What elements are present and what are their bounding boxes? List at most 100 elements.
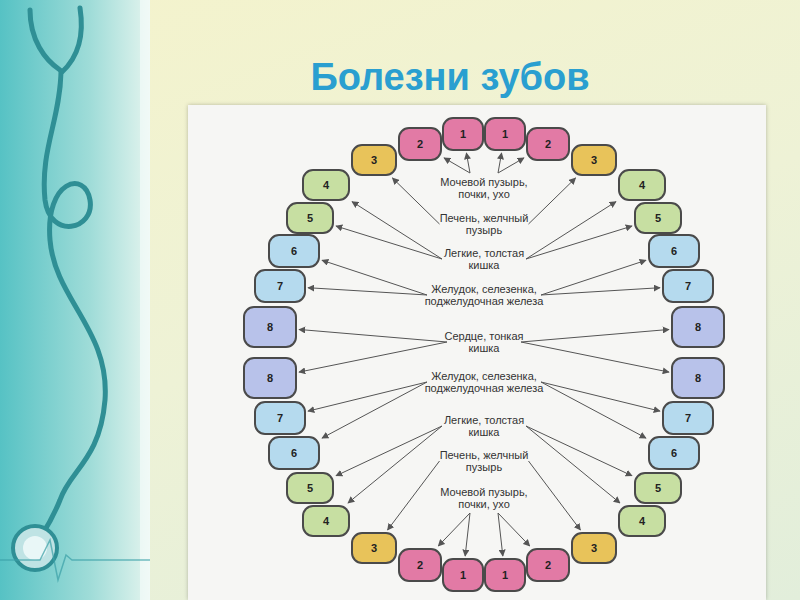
leader-arrow [299,342,447,372]
tooth-shape: 3 [351,532,397,564]
tooth-shape: 2 [398,127,442,161]
leader-arrow [498,513,530,546]
tooth-number: 6 [291,245,297,257]
tooth-shape: 4 [618,505,666,537]
tooth-number: 2 [417,138,423,150]
organ-label: Легкие, толстая кишка [434,414,534,438]
tooth-number: 1 [460,128,466,140]
leader-arrow [541,382,660,411]
tooth-shape: 7 [254,401,306,435]
leader-arrow [498,158,524,173]
leader-arrow [308,288,427,295]
tooth-number: 5 [307,212,313,224]
leader-arrow [444,158,470,173]
organ-label: Печень, желчный пузырь [432,212,537,236]
leader-arrow [438,513,470,546]
tooth-number: 3 [591,542,597,554]
leader-arrow [541,288,660,295]
tooth-shape: 2 [526,548,570,582]
tooth-number: 2 [545,138,551,150]
tooth-number: 1 [460,569,466,581]
leader-arrow [465,513,470,556]
leader-arrow [308,382,427,411]
tooth-number: 8 [695,372,701,384]
tooth-shape: 7 [662,269,714,303]
tooth-number: 8 [695,321,701,333]
tooth-number: 7 [685,280,691,292]
tooth-number: 6 [671,447,677,459]
leader-arrow [529,461,581,530]
tooth-shape: 6 [268,234,320,268]
tooth-number: 4 [323,179,329,191]
tooth-shape: 5 [634,472,682,504]
tooth-shape: 2 [398,548,442,582]
organ-label: Желудок, селезенка, поджелудочная железа [419,370,549,394]
leader-arrow [526,426,620,503]
stethoscope-panel [0,0,150,600]
leader-arrow [392,178,439,224]
tooth-shape: 6 [648,436,700,470]
tooth-shape: 2 [526,127,570,161]
leader-arrow [348,426,442,503]
tooth-number: 5 [307,482,313,494]
tooth-number: 2 [417,559,423,571]
tooth-shape: 1 [442,117,484,151]
leader-arrow [466,153,470,173]
organ-label: Мочевой пузырь, почки, ухо [434,176,534,200]
organ-label: Желудок, селезенка, поджелудочная железа [419,283,549,307]
tooth-number: 8 [267,321,273,333]
tooth-shape: 1 [484,117,526,151]
tooth-shape: 5 [286,202,334,234]
tooth-number: 5 [655,212,661,224]
leader-arrow [322,382,427,438]
tooth-number: 7 [277,280,283,292]
slide-title: Болезни зубов [150,56,750,99]
leader-arrow [336,426,442,476]
organ-label: Сердце, тонкая кишка [439,330,529,354]
leader-arrow [498,153,502,173]
tooth-shape: 7 [254,269,306,303]
leader-arrow [521,342,669,372]
tooth-shape: 4 [302,505,350,537]
leader-arrow [526,226,632,259]
tooth-shape: 4 [302,169,350,201]
tooth-number: 7 [685,412,691,424]
tooth-number: 4 [639,179,645,191]
leader-arrow [526,202,616,259]
tooth-shape: 1 [484,558,526,592]
tooth-number: 3 [371,542,377,554]
leader-arrow [388,461,440,530]
leader-arrow [299,329,447,342]
leader-arrow [526,426,632,476]
tooth-shape: 8 [243,306,297,348]
tooth-shape: 8 [243,357,297,399]
tooth-shape: 6 [648,234,700,268]
organ-label: Печень, желчный пузырь [432,449,537,473]
leader-arrow [541,382,646,438]
tooth-number: 4 [323,515,329,527]
tooth-number: 6 [671,245,677,257]
tooth-shape: 8 [671,306,725,348]
organ-label: Легкие, толстая кишка [434,247,534,271]
leader-arrow [529,178,576,224]
organ-label: Мочевой пузырь, почки, ухо [434,486,534,510]
tooth-number: 4 [639,515,645,527]
leader-arrow [521,329,669,342]
tooth-shape: 8 [671,357,725,399]
tooth-shape: 7 [662,401,714,435]
tooth-shape: 1 [442,558,484,592]
tooth-shape: 5 [286,472,334,504]
leader-arrow [498,513,503,556]
tooth-number: 8 [267,372,273,384]
leader-arrow [336,226,442,259]
tooth-shape: 3 [571,532,617,564]
tooth-shape: 6 [268,436,320,470]
tooth-number: 7 [277,412,283,424]
tooth-number: 3 [591,154,597,166]
tooth-shape: 3 [571,144,617,176]
tooth-shape: 3 [351,144,397,176]
tooth-number: 3 [371,154,377,166]
tooth-number: 2 [545,559,551,571]
tooth-number: 6 [291,447,297,459]
leader-arrow [352,202,442,259]
